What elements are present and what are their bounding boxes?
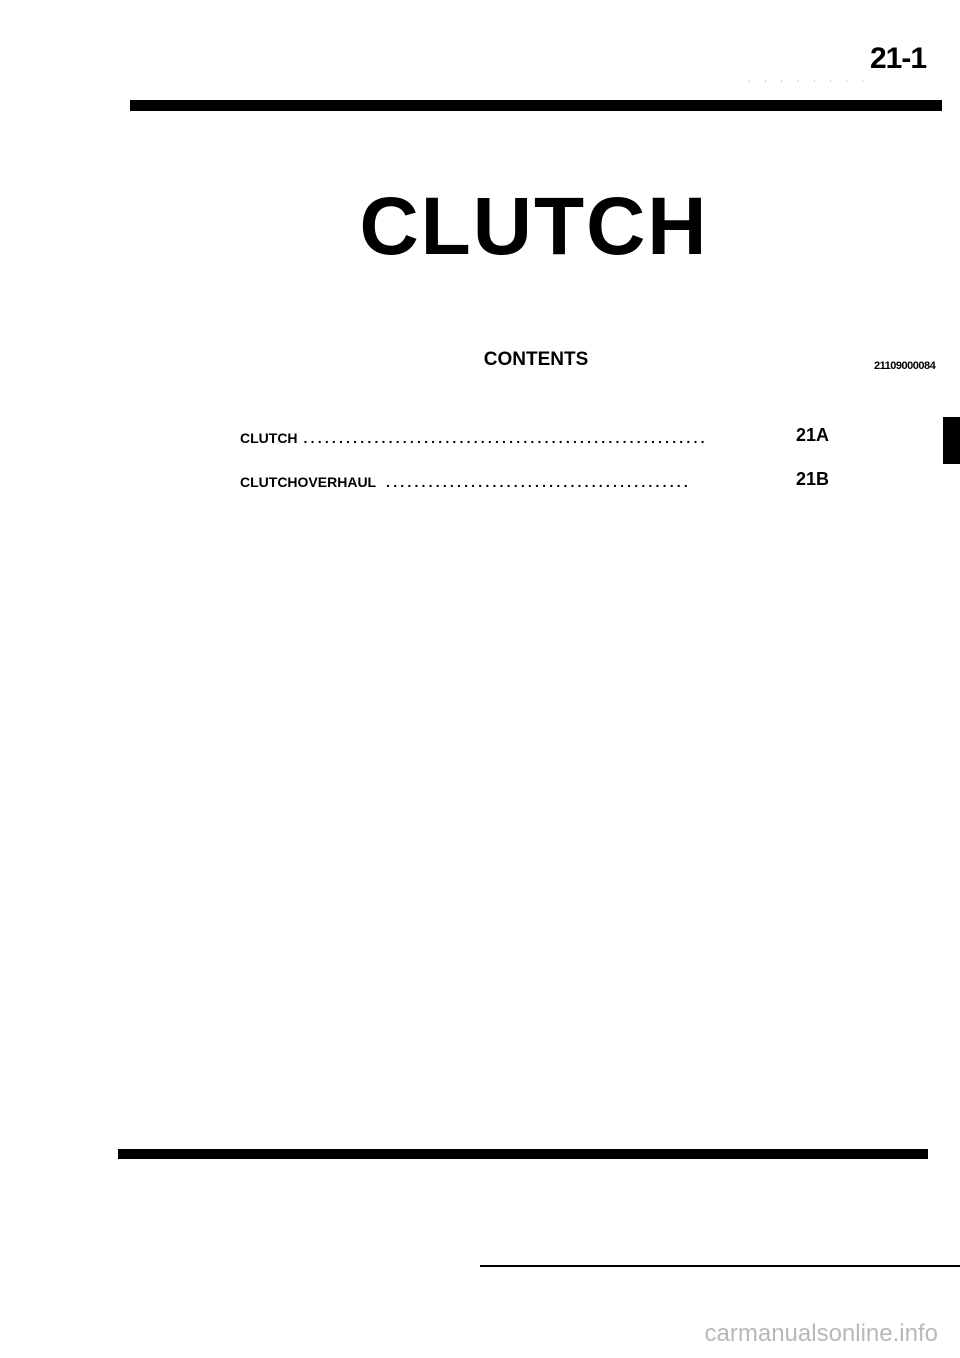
page-number: 21-1 xyxy=(870,42,927,75)
toc-dot-leader: ........................................… xyxy=(303,431,708,445)
contents-heading: CONTENTS xyxy=(483,349,589,370)
toc-entry-label: CLUTCH xyxy=(240,430,298,446)
toc-entry[interactable]: CLUTCHOVERHAUL .........................… xyxy=(240,469,760,489)
toc-entry-ref[interactable]: 21A xyxy=(796,425,830,445)
page-title: CLUTCH xyxy=(359,181,709,272)
toc-entry-label: CLUTCHOVERHAUL xyxy=(240,474,377,490)
section-tab-marker xyxy=(943,417,960,464)
footer-thin-rule xyxy=(480,1265,960,1267)
toc-entry[interactable]: CLUTCH .................................… xyxy=(240,425,760,445)
toc-dot-leader: ........................................… xyxy=(386,475,691,489)
scan-artifacts: · · · · · · · · xyxy=(748,78,871,85)
header-rule xyxy=(130,100,942,111)
watermark: carmanualsonline.info xyxy=(704,1320,938,1347)
document-code: 21109000084 xyxy=(874,360,936,372)
footer-rule xyxy=(118,1149,928,1159)
toc-entry-ref[interactable]: 21B xyxy=(796,469,830,489)
